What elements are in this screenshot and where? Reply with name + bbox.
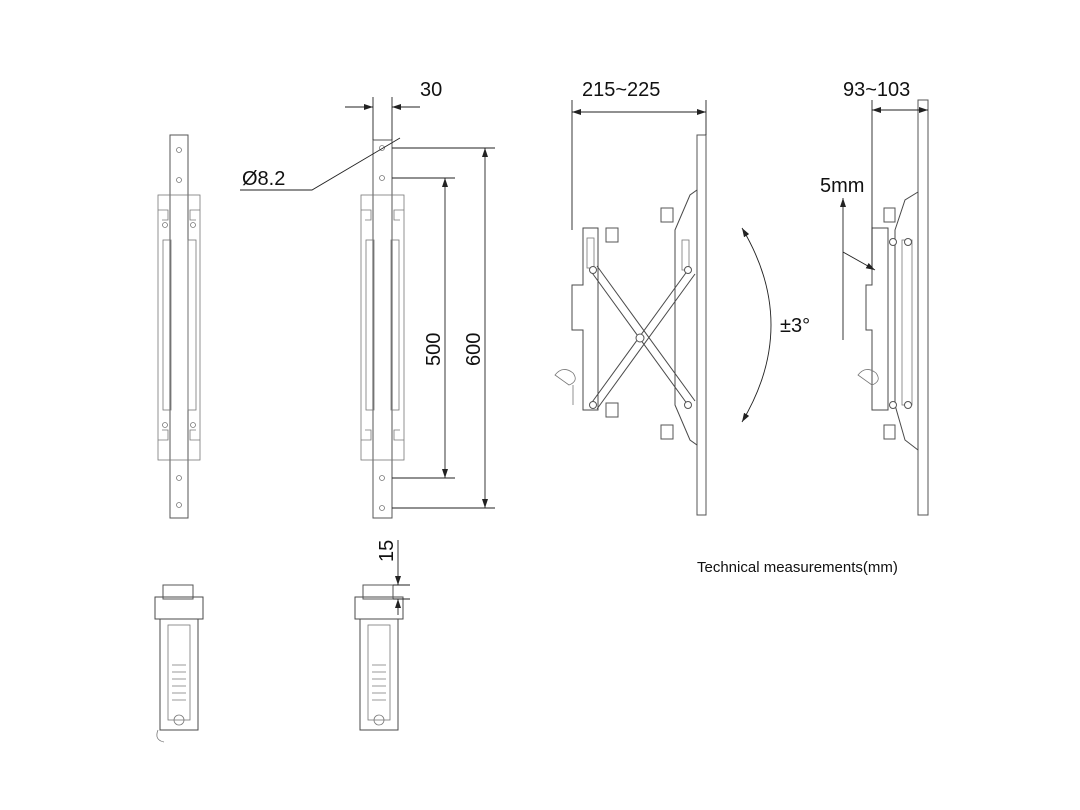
front-view-bracket-1 (157, 134, 201, 519)
knob-icon (605, 402, 619, 418)
tilt-label: ±3° (780, 315, 810, 337)
dimension-label-bottom-offset: 15 (376, 540, 398, 562)
dimension-label-retracted-depth: 93~103 (843, 79, 910, 101)
dimension-label-offset: 5mm (820, 175, 864, 197)
dimension-depth: 215~225 (571, 79, 707, 230)
knob-icon (605, 227, 619, 243)
side-view-retracted (857, 99, 929, 516)
top-view-bracket-1 (154, 584, 204, 743)
dimension-retracted-depth: 93~103 (843, 79, 928, 270)
front-view-bracket-2 (360, 139, 405, 519)
dimension-30: 30 (345, 79, 442, 140)
dimension-label-hole-spacing: 500 (423, 333, 445, 366)
dimension-label-depth: 215~225 (582, 79, 660, 101)
dimension-label-bar-length: 600 (463, 333, 485, 366)
caption: Technical measurements(mm) (697, 559, 898, 576)
dimension-label-bar-width: 30 (420, 79, 442, 101)
top-view-bracket-2 (354, 584, 404, 731)
dimension-label-hole-diameter: Ø8.2 (242, 168, 285, 190)
dimension-500: 500 (392, 177, 455, 479)
side-view-extended (554, 134, 707, 516)
dimension-5mm: 5mm (820, 175, 876, 340)
dimension-600: 600 (392, 147, 495, 509)
knob-icon (660, 207, 674, 223)
dimension-15: 15 (376, 540, 410, 615)
dimension-hole-diameter: Ø8.2 (240, 137, 401, 191)
tilt-indicator: ±3° (741, 227, 810, 423)
knob-icon (660, 424, 674, 440)
